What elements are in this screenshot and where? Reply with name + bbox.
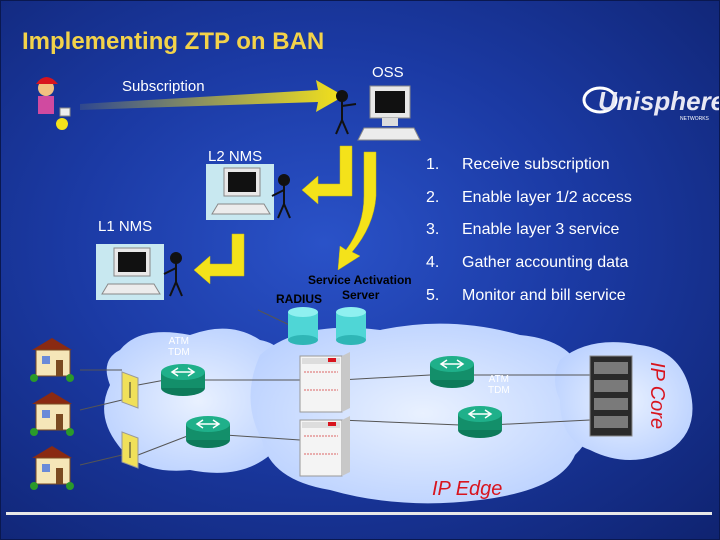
- edge-router-icon: [299, 416, 350, 477]
- atm-tdm-left-label: ATM TDM: [168, 336, 190, 358]
- house-icon: [30, 338, 74, 382]
- page-title: Implementing ZTP on BAN: [22, 28, 325, 55]
- operator-figure-icon: [335, 90, 357, 135]
- logo-subtext: NETWORKS: [680, 116, 710, 122]
- step-2: 2. Enable layer 1/2 access: [426, 189, 632, 207]
- access-mux-icon: [121, 431, 139, 469]
- step-1-text: Receive subscription: [462, 156, 610, 173]
- footer-divider: [6, 512, 712, 515]
- house-icon: [30, 446, 74, 490]
- step-5: 5. Monitor and bill service: [426, 287, 626, 305]
- core-router-icon: [589, 355, 633, 437]
- subscription-label: Subscription: [122, 78, 205, 95]
- service-activation-database-icon: [336, 307, 366, 345]
- l1-nms-workstation-icon: [96, 244, 164, 300]
- step-3-text: Enable layer 3 service: [462, 221, 620, 238]
- step-3: 3. Enable layer 3 service: [426, 221, 619, 239]
- flow-arrow-oss-to-l2: [301, 145, 353, 205]
- service-activation-label-line1: Service Activation: [308, 273, 412, 287]
- atm-tdm-left-line2: TDM: [168, 347, 190, 358]
- oss-workstation-icon: [357, 85, 421, 141]
- ip-edge-label: IP Edge: [432, 478, 503, 500]
- step-4-text: Gather accounting data: [462, 254, 629, 271]
- atm-tdm-left-line1: ATM: [168, 336, 190, 347]
- l2-nms-workstation-icon: [206, 164, 274, 220]
- access-mux-icon: [121, 371, 139, 409]
- step-3-num: 3.: [426, 221, 440, 238]
- l1-nms-label: L1 NMS: [98, 218, 153, 235]
- step-4-num: 4.: [426, 254, 440, 271]
- oss-label: OSS: [372, 64, 404, 81]
- step-4: 4. Gather accounting data: [426, 254, 628, 272]
- l2-nms-label: L2 NMS: [208, 148, 263, 165]
- step-2-text: Enable layer 1/2 access: [462, 189, 632, 206]
- logo-text: Unisphere: [598, 86, 720, 116]
- step-5-num: 5.: [426, 287, 440, 304]
- edge-router-icon: [299, 352, 350, 413]
- operator-figure-icon: [271, 174, 291, 219]
- network-links: [79, 309, 591, 466]
- step-2-num: 2.: [426, 189, 440, 206]
- flow-arrow-l2-to-l1: [193, 233, 245, 285]
- atm-tdm-right-line2: TDM: [488, 385, 510, 396]
- step-1-num: 1.: [426, 156, 440, 173]
- step-5-text: Monitor and bill service: [462, 287, 626, 304]
- atm-switch-icon: [161, 364, 205, 396]
- atm-tdm-right-label: ATM TDM: [488, 374, 510, 396]
- subscription-arrow: [80, 80, 344, 112]
- unisphere-logo: Unisphere NETWORKS: [582, 86, 720, 122]
- house-icon: [30, 392, 74, 436]
- atm-switch-icon: [458, 406, 502, 438]
- atm-tdm-right-line1: ATM: [488, 374, 510, 385]
- operator-figure-icon: [163, 252, 183, 297]
- flow-arrow-oss-to-service-activation: [337, 151, 377, 271]
- radius-database-icon: [288, 307, 318, 345]
- step-1: 1. Receive subscription: [426, 156, 610, 174]
- subscriber-figure-icon: [36, 77, 71, 130]
- service-activation-label-line2: Server: [342, 288, 380, 302]
- atm-switch-icon: [430, 356, 474, 388]
- radius-label: RADIUS: [276, 292, 323, 306]
- atm-switch-icon: [186, 416, 230, 448]
